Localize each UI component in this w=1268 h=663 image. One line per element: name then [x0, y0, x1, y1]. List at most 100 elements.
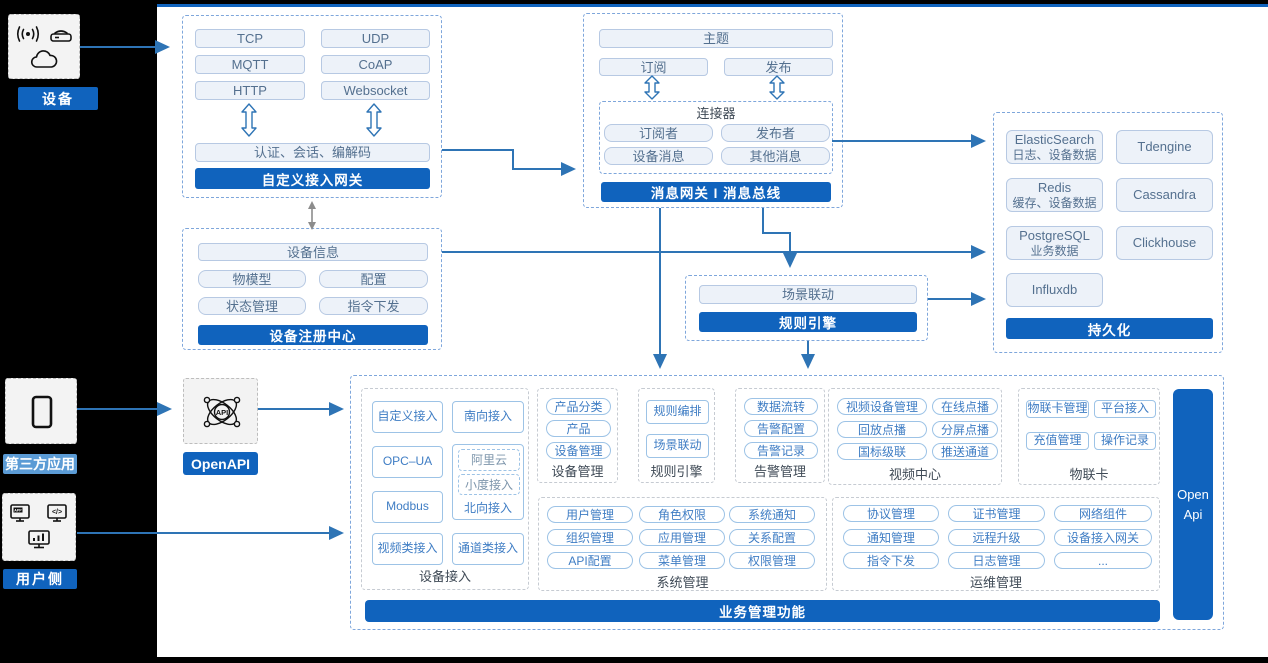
- db-redis: Redis 缓存、设备数据: [1006, 178, 1103, 212]
- iot-card-mgmt-box: 物联卡管理: [1026, 400, 1089, 418]
- thing-model-box: 物模型: [198, 270, 306, 288]
- system-mgmt-label: 系统管理: [656, 574, 709, 590]
- message-bus-title: 消息网关 I 消息总线: [601, 182, 831, 202]
- product-category-pill: 产品分类: [546, 398, 611, 415]
- org-mgmt-pill: 组织管理: [547, 529, 633, 546]
- business-container: [350, 375, 1224, 630]
- db-cassandra: Cassandra: [1116, 178, 1213, 212]
- message-bus-container: 主题 订阅 发布 连接器 订阅者 发布者 设备消息 其他消息 消息网关 I 消息…: [583, 13, 843, 208]
- platform-access-box: 平台接入: [1094, 400, 1156, 418]
- product-pill: 产品: [546, 420, 611, 437]
- channel-access-box: 通道类接入: [452, 533, 524, 565]
- ops-mgmt-section: 协议管理 证书管理 网络组件 通知管理 远程升级 设备接入网关 指令下发 日志管…: [832, 497, 1160, 591]
- operation-record-box: 操作记录: [1094, 432, 1156, 450]
- code-window-icon: </>: [47, 504, 67, 522]
- connector-box: 连接器 订阅者 发布者 设备消息 其他消息: [599, 101, 833, 174]
- connector-title: 连接器: [696, 105, 736, 121]
- north-access-box: 阿里云 小度接入 北向接入: [452, 444, 524, 520]
- protocol-udp: UDP: [321, 29, 430, 48]
- open-api-line1: Open: [1177, 487, 1209, 502]
- custom-gateway-container: TCP UDP MQTT CoAP HTTP Websocket 认证、会话、编…: [182, 15, 442, 198]
- iot-card-section: 物联卡管理 平台接入 充值管理 操作记录 物联卡: [1018, 388, 1160, 485]
- svg-text:APP: APP: [14, 509, 22, 513]
- app-window-icon: APP: [10, 504, 30, 522]
- gb-cascade-pill: 国标级联: [837, 443, 927, 460]
- db-name: ElasticSearch: [1014, 132, 1095, 147]
- protocol-coap: CoAP: [321, 55, 430, 74]
- alarm-config-pill: 告警配置: [744, 420, 818, 437]
- protocol-http: HTTP: [195, 81, 305, 100]
- alarm-mgmt-label: 告警管理: [753, 463, 806, 479]
- db-name: Tdengine: [1137, 139, 1192, 155]
- third-party-label: 第三方应用: [3, 454, 77, 474]
- video-center-section: 视频设备管理 在线点播 回放点播 分屏点播 国标级联 推送通道 视频中心: [828, 388, 1002, 485]
- svg-text:API: API: [216, 408, 229, 417]
- db-postgresql: PostgreSQL 业务数据: [1006, 226, 1103, 260]
- db-desc: 日志、设备数据: [1012, 147, 1097, 162]
- persistence-container: ElasticSearch 日志、设备数据 Tdengine Redis 缓存、…: [993, 112, 1223, 353]
- openapi-icon-box: API: [183, 378, 258, 444]
- device-info-box: 设备信息: [198, 243, 428, 261]
- command-dispatch-pill: 指令下发: [843, 552, 939, 569]
- status-mgmt-box: 状态管理: [198, 297, 306, 315]
- protocol-websocket: Websocket: [321, 81, 430, 100]
- subscriber-box: 订阅者: [604, 124, 713, 142]
- router-icon: [50, 30, 72, 42]
- role-perm-pill: 角色权限: [639, 506, 725, 523]
- open-api-line2: Api: [1183, 506, 1203, 522]
- iot-card-label: 物联卡: [1069, 466, 1109, 482]
- playback-pill: 回放点播: [837, 421, 927, 438]
- cert-mgmt-pill: 证书管理: [948, 505, 1045, 522]
- online-play-pill: 在线点播: [932, 398, 998, 415]
- split-screen-pill: 分屏点播: [932, 421, 998, 438]
- db-name: Influxdb: [1031, 282, 1078, 298]
- svg-text:</>: </>: [52, 509, 62, 516]
- scene-linkage-bottom-box: 场景联动: [646, 434, 709, 458]
- perm-mgmt-pill: 权限管理: [729, 552, 815, 569]
- db-tdengine: Tdengine: [1116, 130, 1213, 164]
- db-name: Clickhouse: [1132, 235, 1197, 251]
- db-name: Redis: [1037, 180, 1072, 195]
- more-pill: ...: [1054, 552, 1152, 569]
- rule-engine-title: 规则引擎: [699, 312, 917, 332]
- alarm-mgmt-section: 数据流转 告警配置 告警记录 告警管理: [735, 388, 825, 483]
- remote-upgrade-pill: 远程升级: [948, 529, 1045, 546]
- openapi-label: OpenAPI: [183, 452, 258, 475]
- other-message-box: 其他消息: [721, 147, 830, 165]
- protocol-tcp: TCP: [195, 29, 305, 48]
- subscribe-box: 订阅: [599, 58, 708, 76]
- chart-window-icon: [28, 530, 50, 549]
- opc-ua-box: OPC–UA: [372, 446, 443, 478]
- relation-config-pill: 关系配置: [729, 529, 815, 546]
- recharge-mgmt-box: 充值管理: [1026, 432, 1089, 450]
- xiaodu-access-box: 小度接入: [458, 474, 520, 495]
- device-mgmt-label: 设备管理: [551, 463, 604, 479]
- protocol-mqtt: MQTT: [195, 55, 305, 74]
- aliyun-box: 阿里云: [458, 449, 520, 471]
- api-network-icon: API: [203, 396, 241, 428]
- custom-gateway-title: 自定义接入网关: [195, 168, 430, 189]
- radio-waves-icon: [16, 26, 40, 42]
- alarm-record-pill: 告警记录: [744, 442, 818, 459]
- device-access-section: 自定义接入 南向接入 OPC–UA 阿里云 小度接入 北向接入 Modbus 视…: [361, 388, 529, 590]
- command-dispatch-box: 指令下发: [319, 297, 428, 315]
- protocol-mgmt-pill: 协议管理: [843, 505, 939, 522]
- rule-engine-container: 场景联动 规则引擎: [685, 275, 928, 341]
- device-registry-container: 设备信息 物模型 配置 状态管理 指令下发 设备注册中心: [182, 228, 442, 350]
- business-title-bar: 业务管理功能: [365, 600, 1160, 622]
- log-mgmt-pill: 日志管理: [948, 552, 1045, 569]
- device-mgmt-section: 产品分类 产品 设备管理 设备管理: [537, 388, 618, 483]
- api-config-pill: API配置: [547, 552, 633, 569]
- push-channel-pill: 推送通道: [932, 443, 998, 460]
- system-notice-pill: 系统通知: [729, 506, 815, 523]
- open-api-vertical-bar: Open Api: [1173, 389, 1213, 620]
- third-party-icon-box: [5, 378, 77, 444]
- db-elasticsearch: ElasticSearch 日志、设备数据: [1006, 130, 1103, 164]
- user-mgmt-pill: 用户管理: [547, 506, 633, 523]
- user-side-label: 用户侧: [3, 569, 77, 589]
- menu-mgmt-pill: 菜单管理: [639, 552, 725, 569]
- publish-box: 发布: [724, 58, 833, 76]
- modbus-box: Modbus: [372, 491, 443, 523]
- db-name: Cassandra: [1133, 187, 1196, 203]
- device-icons: [16, 26, 72, 68]
